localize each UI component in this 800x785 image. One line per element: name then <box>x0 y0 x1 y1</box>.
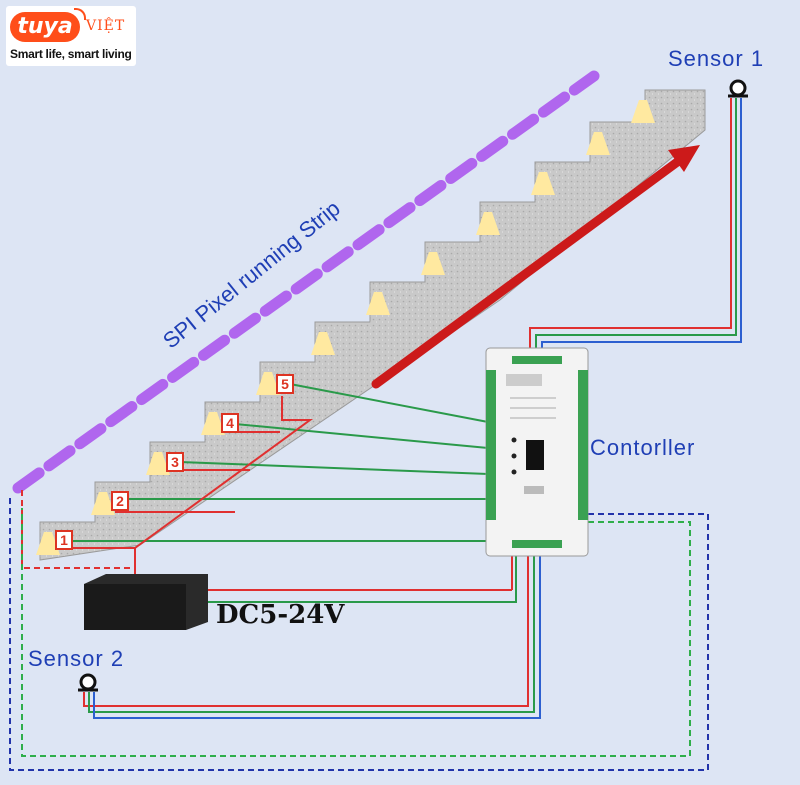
sensor-1-icon <box>728 79 748 98</box>
power-supply <box>84 574 208 630</box>
sensor-2-label: Sensor 2 <box>28 646 125 671</box>
controller-box <box>485 347 589 557</box>
wifi-icon <box>74 8 86 20</box>
dashed-loop-blue <box>9 496 709 771</box>
step-number-3: 3 <box>166 452 184 472</box>
data-wires <box>70 383 489 542</box>
step-number-5: 5 <box>276 374 294 394</box>
sensor-2-wires <box>83 556 541 719</box>
logo-brand: tuya <box>10 12 80 42</box>
tuya-logo: tuya VIỆT Smart life, smart living <box>6 6 136 66</box>
step-number-2: 2 <box>111 491 129 511</box>
controller-label: Contorller <box>590 435 696 460</box>
power-label: DC5-24V <box>216 600 345 630</box>
step-lights <box>36 100 655 555</box>
direction-arrow <box>371 145 700 389</box>
staircase <box>39 89 706 561</box>
logo-country: VIỆT <box>86 18 126 34</box>
sensor-2-icon <box>78 673 98 692</box>
dashed-loop-green <box>21 508 691 757</box>
step-number-1: 1 <box>55 530 73 550</box>
step-number-4: 4 <box>221 413 239 433</box>
pixel-strip-line <box>12 70 600 494</box>
logo-tagline: Smart life, smart living <box>10 47 132 61</box>
sensor-1-label: Sensor 1 <box>668 46 765 71</box>
